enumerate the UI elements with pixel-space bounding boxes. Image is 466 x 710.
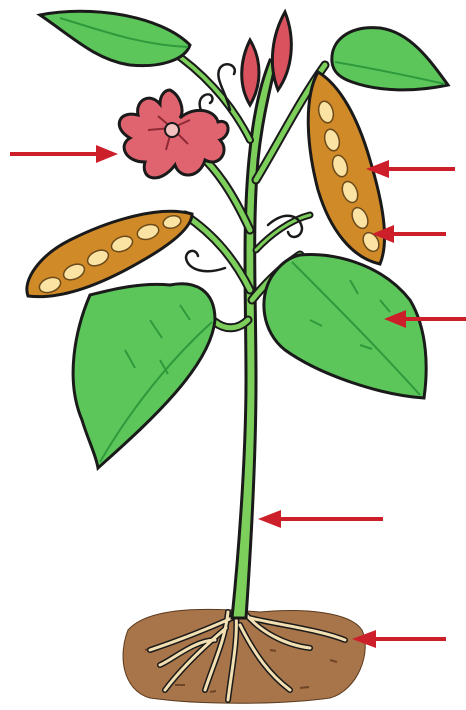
stem (232, 60, 276, 618)
soil (123, 609, 365, 703)
arrow-flower[interactable] (10, 145, 118, 163)
leaf-left (73, 284, 215, 468)
arrow-root[interactable] (352, 630, 446, 648)
arrow-stem[interactable] (258, 510, 383, 528)
arrow-pod[interactable] (366, 160, 455, 178)
